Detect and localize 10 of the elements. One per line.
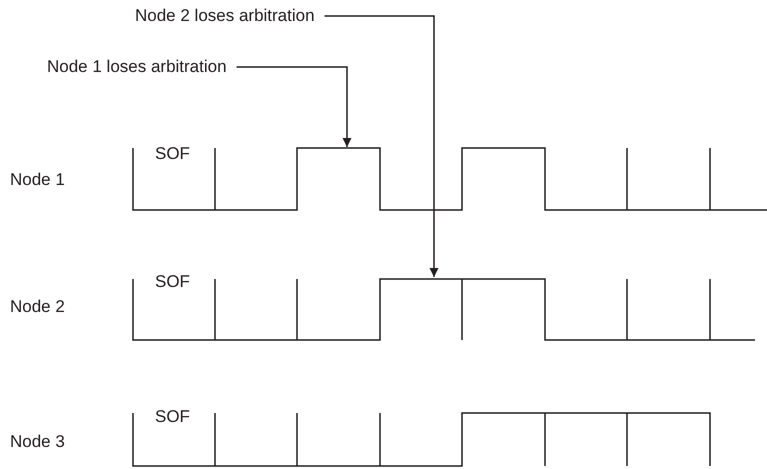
callout-text: Node 2 loses arbitration	[135, 6, 315, 26]
leader-line	[236, 66, 352, 147]
row-label: Node 1	[10, 170, 65, 190]
row-label: Node 3	[10, 432, 65, 452]
leader-line	[324, 15, 438, 277]
callout-text: Node 1 loses arbitration	[47, 57, 227, 77]
field-label: SOF	[155, 144, 190, 164]
row-label: Node 2	[10, 297, 65, 317]
field-label: SOF	[155, 407, 190, 427]
field-label: SOF	[155, 272, 190, 292]
